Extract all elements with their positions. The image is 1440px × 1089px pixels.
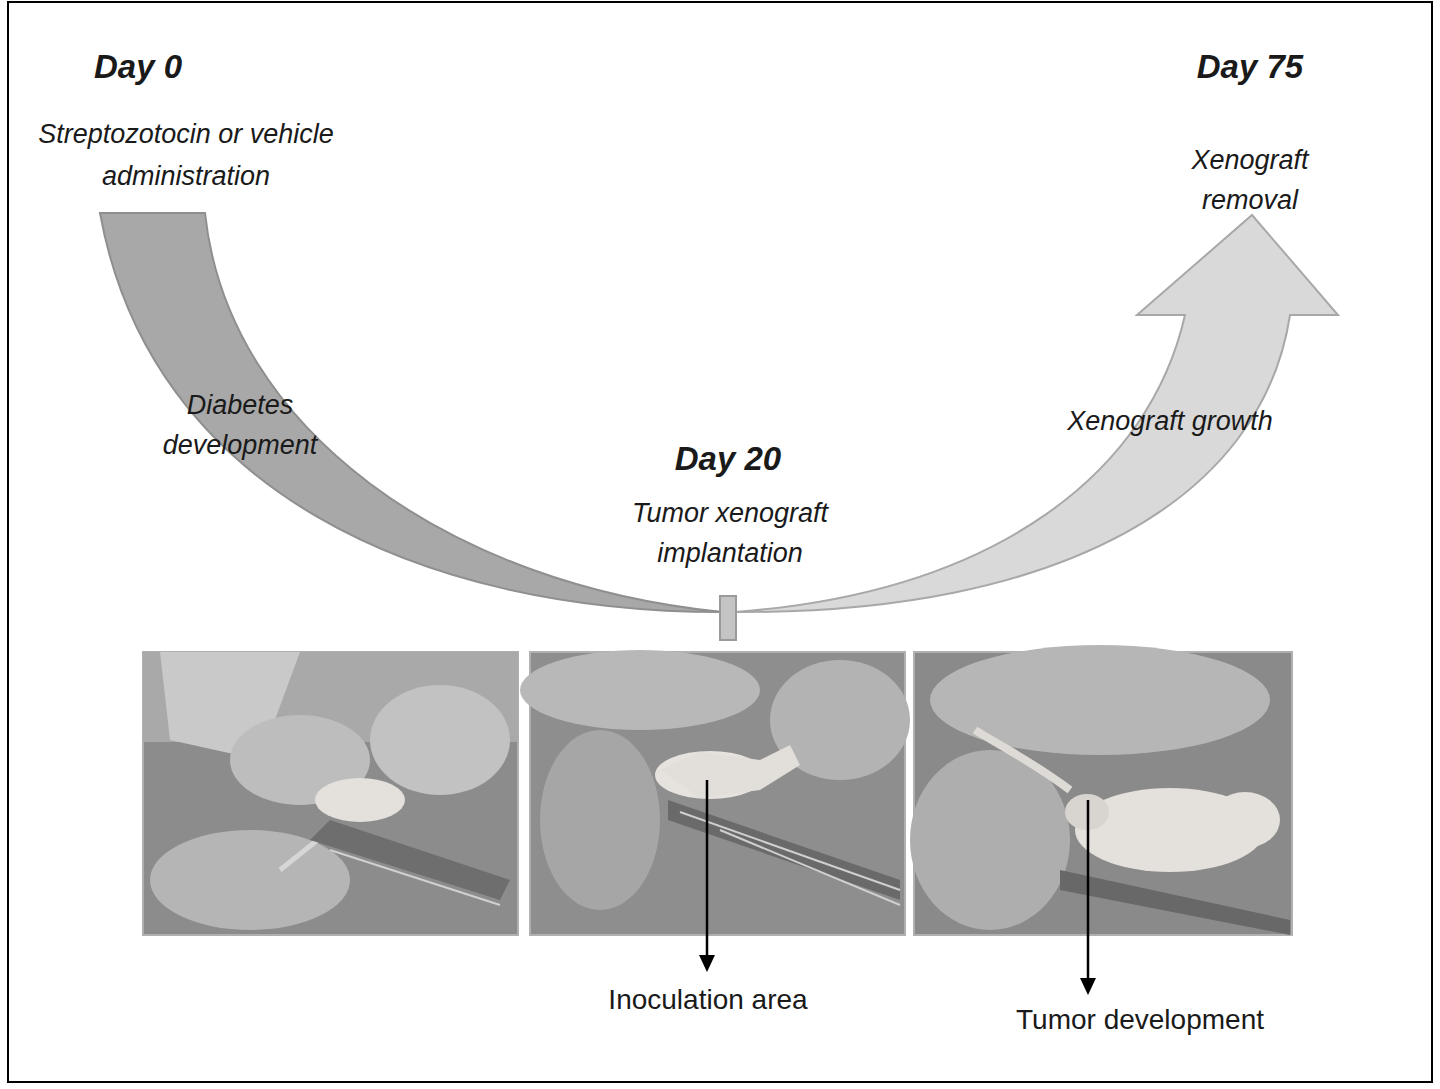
photo-inoculation: [520, 650, 910, 935]
photo-injection: [143, 652, 518, 935]
leader-line: [1087, 800, 1090, 980]
growth-arrow: [735, 215, 1338, 612]
photo-tumor: [910, 645, 1292, 935]
day-heading: Day 20: [675, 438, 781, 479]
photo-callout: Inoculation area: [608, 982, 807, 1017]
step-note: Tumor xenograft implantation: [610, 493, 850, 573]
leader-head: [1080, 978, 1096, 995]
phase-label: Diabetes development: [150, 385, 330, 465]
step-note: Streptozotocin or vehicle administration: [26, 113, 346, 197]
day-heading: Day 75: [1197, 46, 1303, 87]
figure-border: [8, 2, 1432, 1082]
photo-callout: Tumor development: [1016, 1002, 1264, 1037]
day-heading: Day 0: [94, 46, 182, 87]
day-marker: [720, 596, 736, 640]
step-note: Xenograft removal: [1165, 140, 1335, 220]
phase-label: Xenograft growth: [1067, 404, 1273, 438]
leader-head: [699, 955, 715, 972]
leader-line: [706, 780, 709, 958]
diabetes-band: [100, 213, 722, 612]
